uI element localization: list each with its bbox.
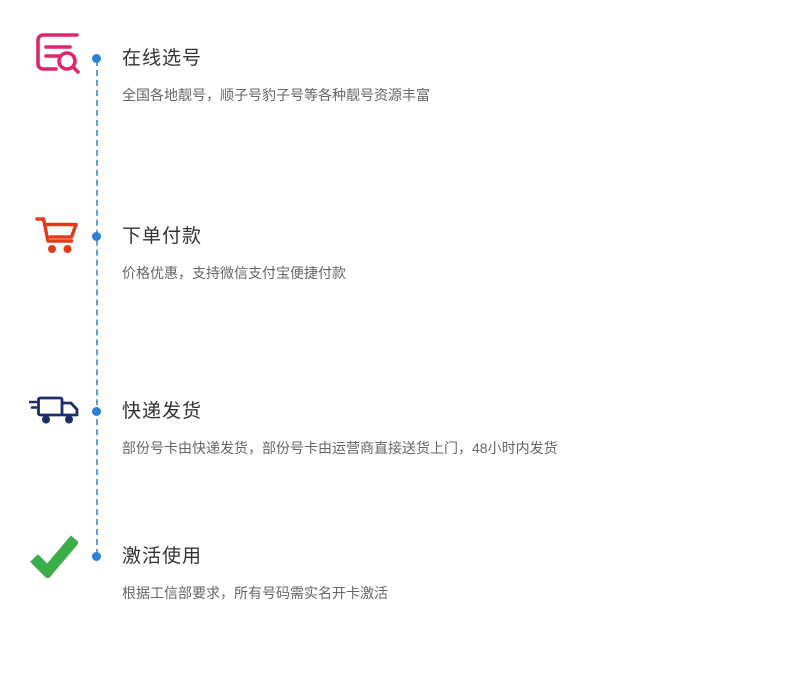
step-description: 根据工信部要求，所有号码需实名开卡激活: [122, 585, 388, 601]
step-order-payment: 下单付款 价格优惠，支持微信支付宝便捷付款: [0, 217, 800, 283]
timeline-dot: [92, 407, 101, 416]
timeline-dot: [92, 552, 101, 561]
timeline-dot: [92, 232, 101, 241]
truck-icon: [29, 391, 83, 431]
step-express-delivery: 快递发货 部份号卡由快递发货，部份号卡由运营商直接送货上门，48小时内发货: [0, 396, 800, 458]
step-title: 下单付款: [122, 226, 203, 247]
checkmark-icon: [30, 532, 78, 578]
step-description: 全国各地靓号，顺子号豹子号等各种靓号资源丰富: [122, 87, 430, 103]
step-online-selection: 在线选号 全国各地靓号，顺子号豹子号等各种靓号资源丰富: [0, 33, 800, 105]
list-search-icon: [32, 28, 84, 84]
step-title: 在线选号: [122, 48, 203, 69]
step-activate-use: 激活使用 根据工信部要求，所有号码需实名开卡激活: [0, 535, 800, 603]
step-description: 部份号卡由快递发货，部份号卡由运营商直接送货上门，48小时内发货: [122, 440, 558, 456]
step-description: 价格优惠，支持微信支付宝便捷付款: [122, 265, 346, 281]
timeline-dot: [92, 54, 101, 63]
step-title: 激活使用: [122, 546, 203, 567]
cart-icon: [34, 212, 80, 262]
step-title: 快递发货: [122, 401, 203, 422]
timeline-dashed-line: [96, 60, 98, 555]
